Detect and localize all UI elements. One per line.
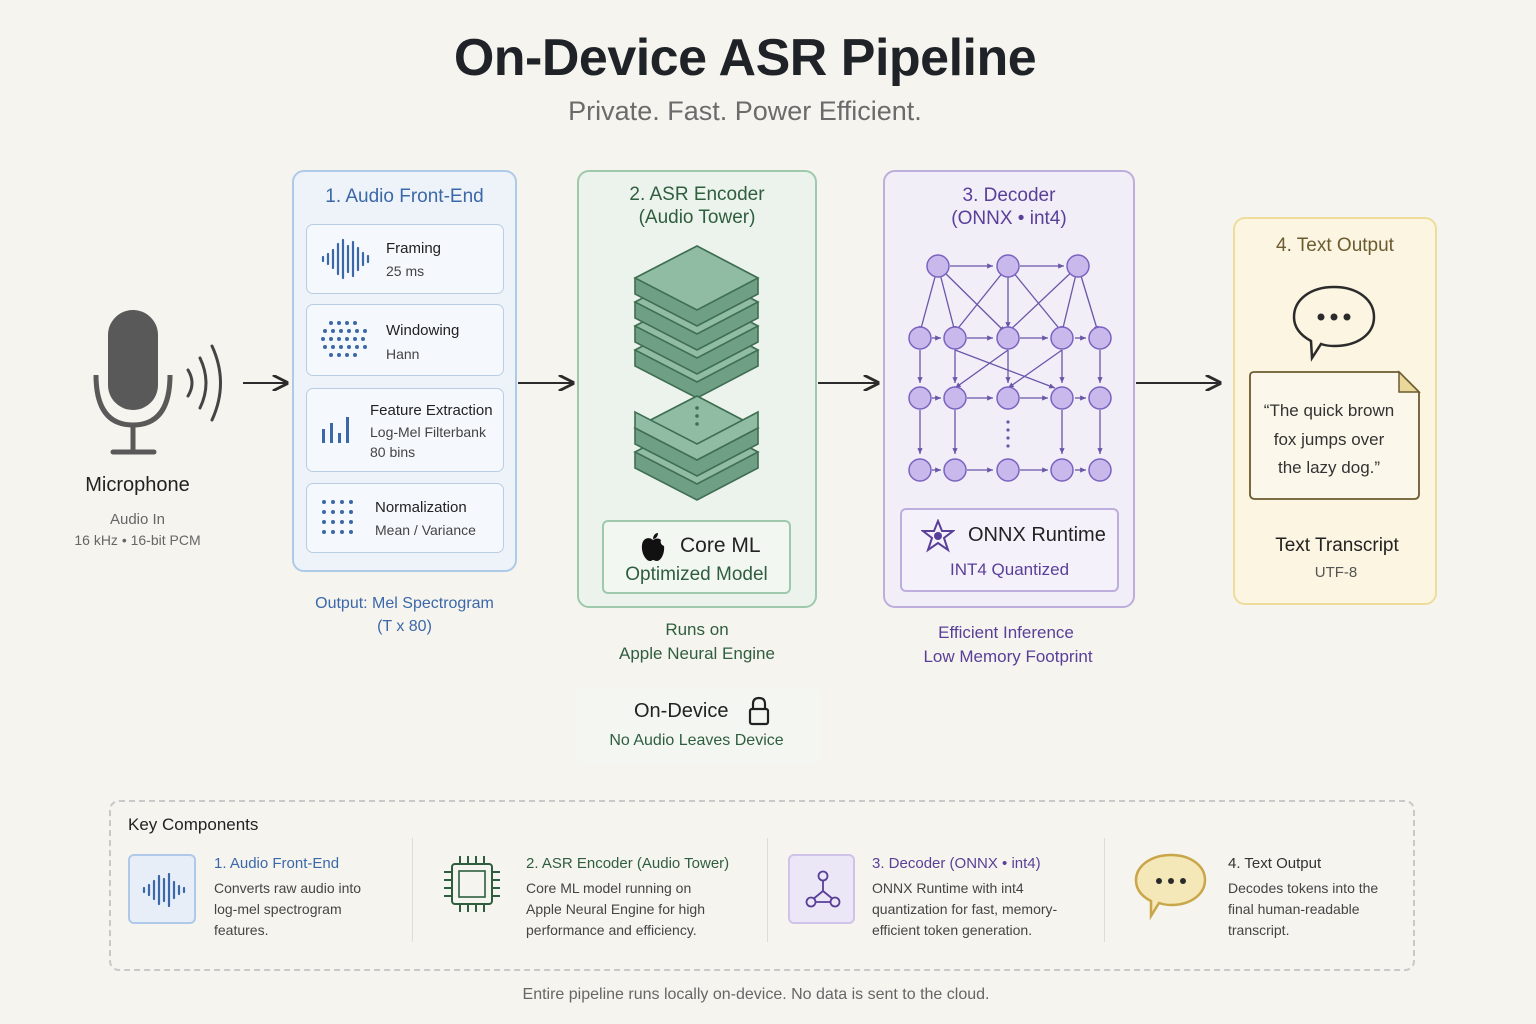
desc-line: features. [214,922,269,938]
step-feature-extraction: Feature Extraction Log-Mel Filterbank 80… [306,388,504,472]
core-ml-label: Core ML [680,534,761,557]
transcript-quote: “The quick brown fox jumps over the lazy… [1249,397,1409,483]
step-name: Framing [386,240,442,257]
key-icon-frame [128,854,196,924]
dot-grid-icon [321,321,367,357]
key-item-desc: ONNX Runtime with int4 quantization for … [872,878,1057,941]
key-components-title: Key Components [128,815,259,834]
desc-line: performance and efficiency. [526,922,697,938]
key-item-title: 3. Decoder (ONNX • int4) [872,855,1041,872]
step-sub: 25 ms [386,263,425,279]
decoder-subtitle: (ONNX • int4) [951,208,1067,229]
desc-line: ONNX Runtime with int4 [872,880,1024,896]
key-components-box [109,800,1415,971]
encoder-caption-engine: Apple Neural Engine [619,644,775,663]
speech-bubble-icon [1134,853,1207,920]
microphone-label: Microphone [85,474,190,496]
page-title: On-Device ASR Pipeline [453,29,1037,87]
onnx-runtime-box: ONNX Runtime INT4 Quantized [900,508,1119,592]
bar-chart-icon [322,417,349,443]
on-device-sub: No Audio Leaves Device [609,732,784,749]
microphone-icon [93,310,222,455]
step-sub-bins: 80 bins [370,444,416,460]
audio-front-end-title: 1. Audio Front-End [325,186,484,207]
desc-line: quantization for fast, memory- [872,901,1058,917]
transcript-document-icon [1249,370,1421,500]
quote-line: fox jumps over [1273,429,1385,449]
desc-line: transcript. [1228,922,1290,938]
front-end-output-caption: Output: Mel Spectrogram [315,595,494,612]
decoder-title: 3. Decoder [962,185,1056,206]
core-ml-sub: Optimized Model [625,564,768,585]
step-windowing: Windowing Hann [306,304,504,376]
quote-line: the lazy dog.” [1277,458,1381,477]
key-item-desc: Decodes tokens into the final human-read… [1228,878,1378,941]
asr-encoder-title: 2. ASR Encoder [629,184,765,205]
speech-bubble-icon [1292,285,1376,362]
key-icon-frame [788,854,855,924]
network-graph-icon [908,254,1112,482]
quote-line: “The quick brown [1263,401,1395,420]
core-ml-box: Core ML Optimized Model [602,520,791,594]
lock-icon [748,696,770,726]
key-item-desc: Converts raw audio into log-mel spectrog… [214,878,361,941]
desc-line: Apple Neural Engine for high [526,901,706,917]
desc-line: efficient token generation. [872,922,1033,938]
desc-line: Decodes tokens into the [1228,880,1379,896]
desc-line: Converts raw audio into [214,880,362,896]
step-name: Feature Extraction [370,402,493,419]
desc-line: log-mel spectrogram [214,901,342,917]
onnx-runtime-label: ONNX Runtime [968,524,1106,546]
step-name: Windowing [386,322,460,339]
step-normalization: Normalization Mean / Variance [306,483,504,553]
on-device-title: On-Device [634,700,729,722]
step-sub: Hann [386,346,420,362]
microphone-sub: Audio In [109,511,166,528]
key-divider [1104,838,1105,942]
desc-line: final human-readable [1228,901,1360,917]
onnx-runtime-sub: INT4 Quantized [949,560,1070,579]
key-item-title: 4. Text Output [1228,855,1322,872]
asr-encoder-subtitle: (Audio Tower) [638,207,756,228]
waveform-icon [142,873,186,907]
desc-line: Core ML model running on [526,880,692,896]
apple-icon [641,533,665,561]
page-subtitle: Private. Fast. Power Efficient. [568,96,922,126]
key-divider [412,838,413,942]
dot-matrix-icon [322,500,353,534]
front-end-output-shape: (T x 80) [377,618,432,635]
key-item-title: 1. Audio Front-End [214,855,340,872]
decoder-caption-memory: Low Memory Footprint [923,647,1093,666]
transcript-encoding: UTF-8 [1314,564,1358,581]
graph-icon [805,870,841,908]
key-item-desc: Core ML model running on Apple Neural En… [526,878,705,941]
key-item-title: 2. ASR Encoder (Audio Tower) [526,855,730,872]
step-sub: Log-Mel Filterbank [370,424,486,440]
step-sub: Mean / Variance [375,522,476,538]
key-divider [767,838,768,942]
chip-icon [444,856,500,912]
waveform-icon [321,238,370,280]
onnx-icon [921,519,955,553]
transcript-label: Text Transcript [1275,535,1399,556]
encoder-caption: Runs on [665,620,729,639]
step-framing: Framing 25 ms [306,224,504,294]
text-output-title: 4. Text Output [1276,235,1394,256]
decoder-caption: Efficient Inference [938,623,1074,642]
footer-note: Entire pipeline runs locally on-device. … [522,986,990,1003]
layer-stack-icon [633,245,760,501]
on-device-badge: On-Device No Audio Leaves Device [576,688,821,764]
microphone-format: 16 kHz • 16-bit PCM [74,532,201,548]
step-name: Normalization [375,499,467,516]
